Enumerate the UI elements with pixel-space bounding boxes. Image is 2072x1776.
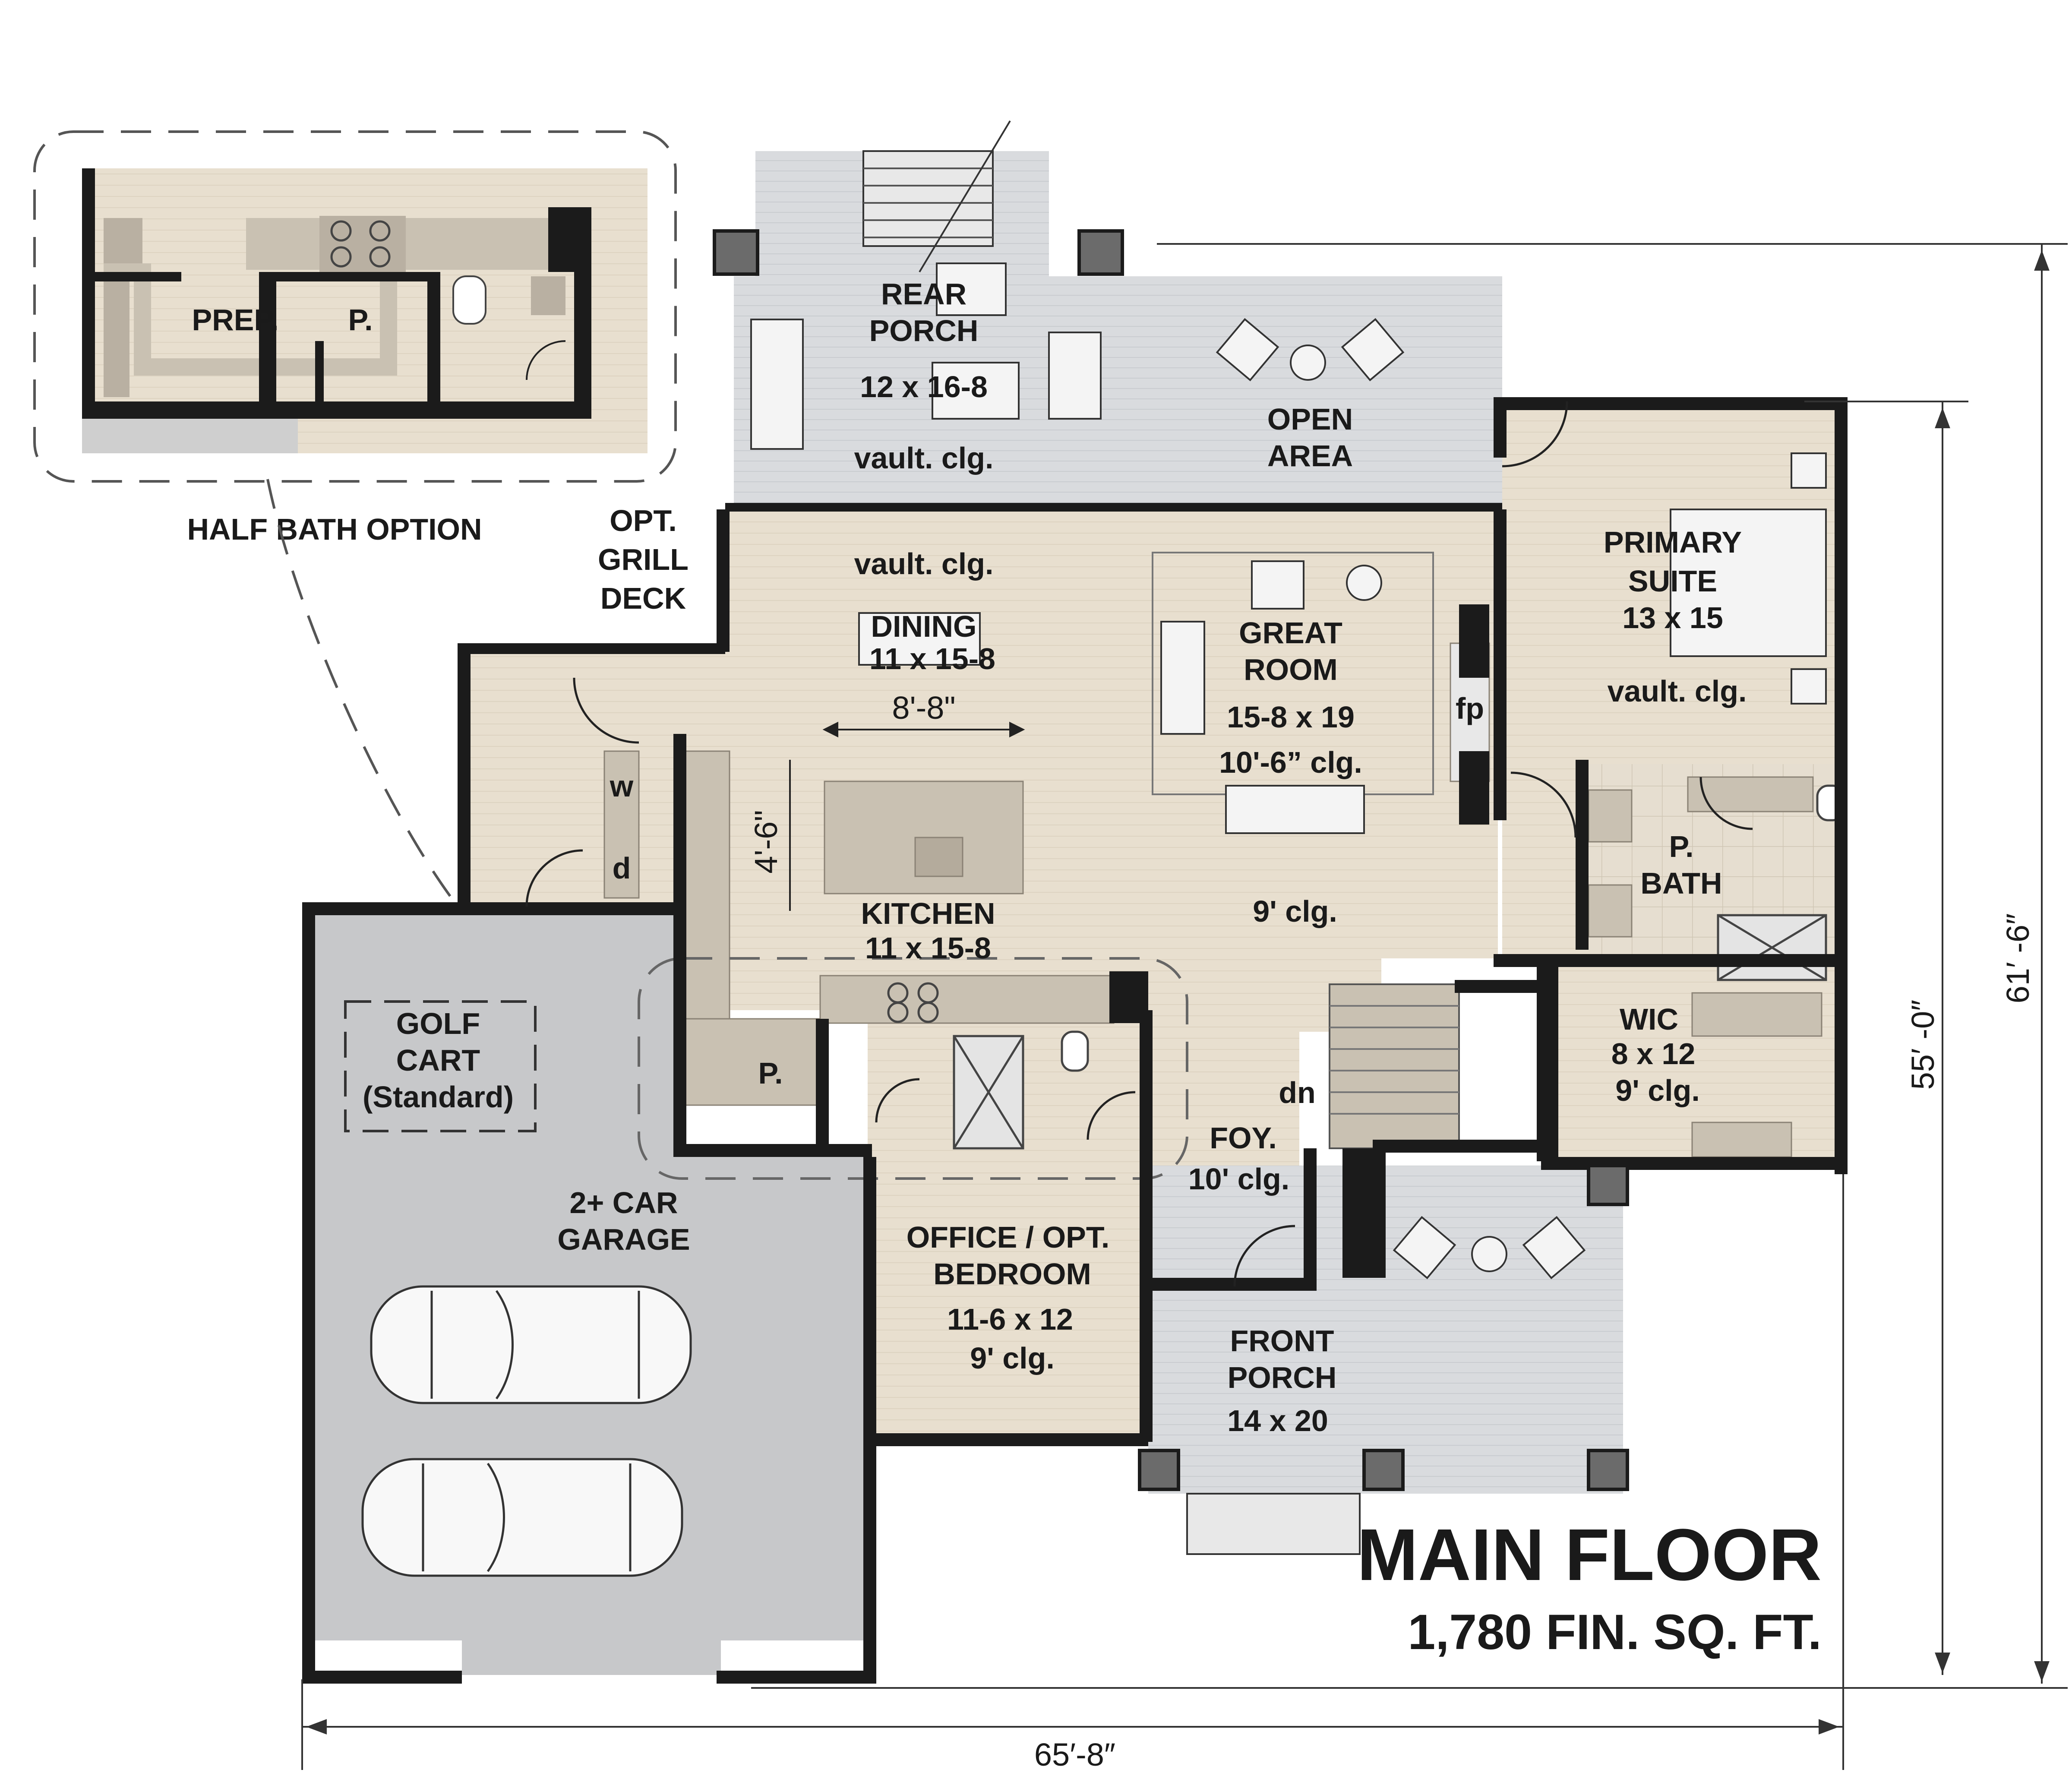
plan-subtitle: 1,780 FIN. SQ. FT.: [1408, 1605, 1822, 1660]
washer-label: w: [610, 769, 634, 803]
wic-label: WIC: [1620, 1002, 1678, 1036]
rear-porch-size: 12 x 16-8: [860, 370, 988, 404]
golf-cart-outline: [344, 1000, 537, 1132]
kitchen-label: KITCHEN: [861, 897, 995, 930]
primary-suite-ceiling: vault. clg.: [1608, 674, 1747, 708]
grill-deck-label-1: OPT.: [610, 504, 677, 537]
fixtures: [603, 642, 1822, 1158]
dryer-label: d: [613, 851, 631, 885]
open-area-label-1: OPEN: [1267, 402, 1353, 436]
rear-porch-ceiling: vault. clg.: [854, 441, 994, 475]
open-area-floor: [734, 276, 1502, 509]
stair-down-label: dn: [1279, 1076, 1316, 1109]
front-porch-label-1: FRONT: [1230, 1324, 1334, 1358]
great-room-size: 15-8 x 19: [1227, 700, 1355, 734]
primary-bath-label-1: P.: [1669, 830, 1693, 863]
great-room-label-1: GREAT: [1239, 616, 1342, 650]
living-ceiling: 9' clg.: [1253, 894, 1337, 928]
total-depth-dimension: 61′ -6″: [2000, 913, 2036, 1004]
main-depth-dimension: 55′ -0″: [1905, 1000, 1941, 1090]
plan-title: MAIN FLOOR: [1357, 1514, 1822, 1596]
pantry-label: P.: [758, 1056, 783, 1090]
grill-deck-label-3: DECK: [600, 581, 686, 615]
kitchen-size: 11 x 15-8: [865, 931, 991, 965]
inset-caption: HALF BATH OPTION: [187, 512, 482, 546]
open-area-label-2: AREA: [1267, 439, 1353, 473]
furniture: [750, 262, 1827, 1280]
great-room-label-2: ROOM: [1244, 653, 1338, 686]
wic-size: 8 x 12: [1611, 1037, 1696, 1071]
walls: [302, 397, 1848, 1684]
golf-cart-label-3: (Standard): [363, 1080, 514, 1114]
dimension-lines: [301, 243, 2068, 1770]
garage-cars: [361, 1285, 692, 1577]
fireplace-label: fp: [1456, 692, 1484, 725]
room-labels: REAR PORCH 12 x 16-8 vault. clg. OPEN AR…: [363, 277, 1747, 1438]
office-size: 11-6 x 12: [947, 1302, 1073, 1336]
dining-size: 11 x 15-8: [869, 642, 995, 676]
primary-suite-size: 13 x 15: [1622, 601, 1723, 635]
rear-porch-label-2: PORCH: [869, 314, 979, 348]
garage-label-2: GARAGE: [557, 1223, 690, 1256]
office-label-1: OFFICE / OPT.: [906, 1220, 1110, 1254]
front-porch-size: 14 x 20: [1227, 1404, 1328, 1438]
inset-pantry-label: P.: [348, 303, 373, 337]
stairs: [1329, 983, 1460, 1149]
half-bath-inset: PREP. P. HALF BATH OPTION: [33, 130, 677, 1166]
rear-porch-label-1: REAR: [881, 277, 967, 311]
island-width-dim: 8'-8": [892, 690, 955, 726]
front-porch-label-2: PORCH: [1228, 1361, 1337, 1394]
primary-bath-label-2: BATH: [1640, 866, 1722, 900]
grill-deck-label-2: GRILL: [598, 543, 689, 576]
foyer-ceiling: 10' clg.: [1188, 1162, 1290, 1196]
golf-cart-label-1: GOLF: [396, 1007, 480, 1040]
primary-suite-label-2: SUITE: [1628, 564, 1717, 598]
office-label-2: BEDROOM: [933, 1257, 1091, 1291]
dining-label: DINING: [871, 610, 977, 643]
primary-suite-label-1: PRIMARY: [1604, 525, 1742, 559]
great-room-ceiling: 10'-6” clg.: [1219, 746, 1362, 779]
posts: [713, 229, 1629, 1491]
interior-floor: [678, 509, 1498, 1286]
wic-ceiling: 9' clg.: [1615, 1074, 1700, 1107]
office-ceiling: 9' clg.: [970, 1341, 1055, 1375]
foyer-label: FOY.: [1210, 1121, 1277, 1155]
garage-label-1: 2+ CAR: [570, 1186, 678, 1220]
inset-prep-label: PREP.: [192, 303, 278, 337]
office-floor: [868, 1166, 1148, 1442]
golf-cart-label-2: CART: [396, 1043, 480, 1077]
dining-ceiling: vault. clg.: [854, 547, 994, 581]
door-swings: [525, 401, 1753, 1287]
island-depth-dim: 4'-6": [748, 810, 784, 873]
island-dimension-lines: [789, 721, 1025, 911]
width-dimension: 65′-8″: [1034, 1737, 1115, 1773]
